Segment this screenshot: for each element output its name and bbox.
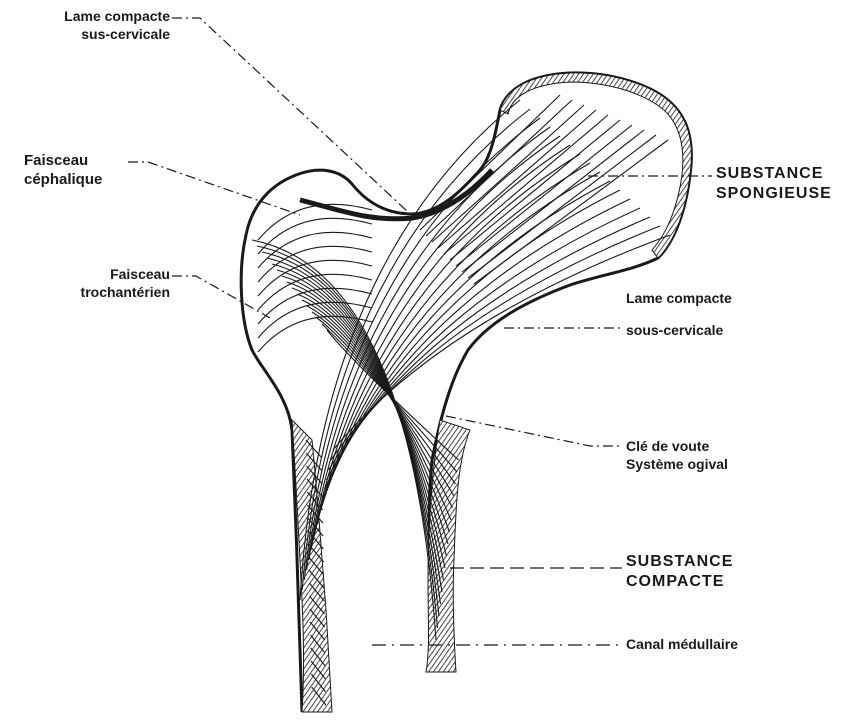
cephalic-fiber (302, 109, 530, 590)
label-lame-compacte-sous-cervicale: Lame compacte sous-cervicale (626, 290, 732, 339)
cephalic-fiber (329, 217, 650, 470)
leader-lines (128, 18, 712, 645)
leader-faisceau-trochanterien (172, 276, 270, 318)
head-fiber (432, 105, 584, 242)
label-substance-compacte: SUBSTANCE COMPACTE (626, 552, 733, 592)
label-compacte-line2: COMPACTE (626, 572, 733, 592)
label-faisceau-troch-line1: Faisceau (4, 266, 170, 284)
label-spongieuse-line2: SPONGIEUSE (716, 184, 832, 204)
label-lame-right-line1: Lame compacte (626, 290, 732, 308)
label-substance-spongieuse: SUBSTANCE SPONGIEUSE (716, 164, 832, 204)
label-lame-top-line2: sus-cervicale (4, 26, 170, 44)
leader-cle-de-voute (446, 416, 622, 446)
label-faisceau-troch-line2: trochantérien (4, 284, 170, 302)
label-faisceau-ceph-line1: Faisceau (24, 152, 102, 171)
cephalic-fiber (326, 208, 640, 480)
label-compacte-line1: SUBSTANCE (626, 552, 733, 572)
label-lame-compacte-sus-cervicale: Lame compacte sus-cervicale (4, 8, 170, 43)
label-spongieuse-line1: SUBSTANCE (716, 164, 832, 184)
head-fiber (438, 110, 596, 248)
label-faisceau-ceph-line2: céphalique (24, 171, 102, 190)
label-cle-line1: Clé de voute (626, 438, 728, 456)
head-fiber (456, 125, 632, 266)
label-faisceau-trochanterien: Faisceau trochantérien (4, 266, 170, 301)
label-lame-top-line1: Lame compacte (4, 8, 170, 26)
label-lame-right-line2: sous-cervicale (626, 322, 732, 340)
label-cle-de-voute: Clé de voute Système ogival (626, 438, 728, 473)
cephalic-fiber (331, 226, 660, 460)
head-fiber (474, 140, 668, 284)
label-cle-line2: Système ogival (626, 456, 728, 474)
label-faisceau-cephalique: Faisceau céphalique (24, 152, 102, 190)
label-canal-medullaire: Canal médullaire (626, 636, 738, 654)
